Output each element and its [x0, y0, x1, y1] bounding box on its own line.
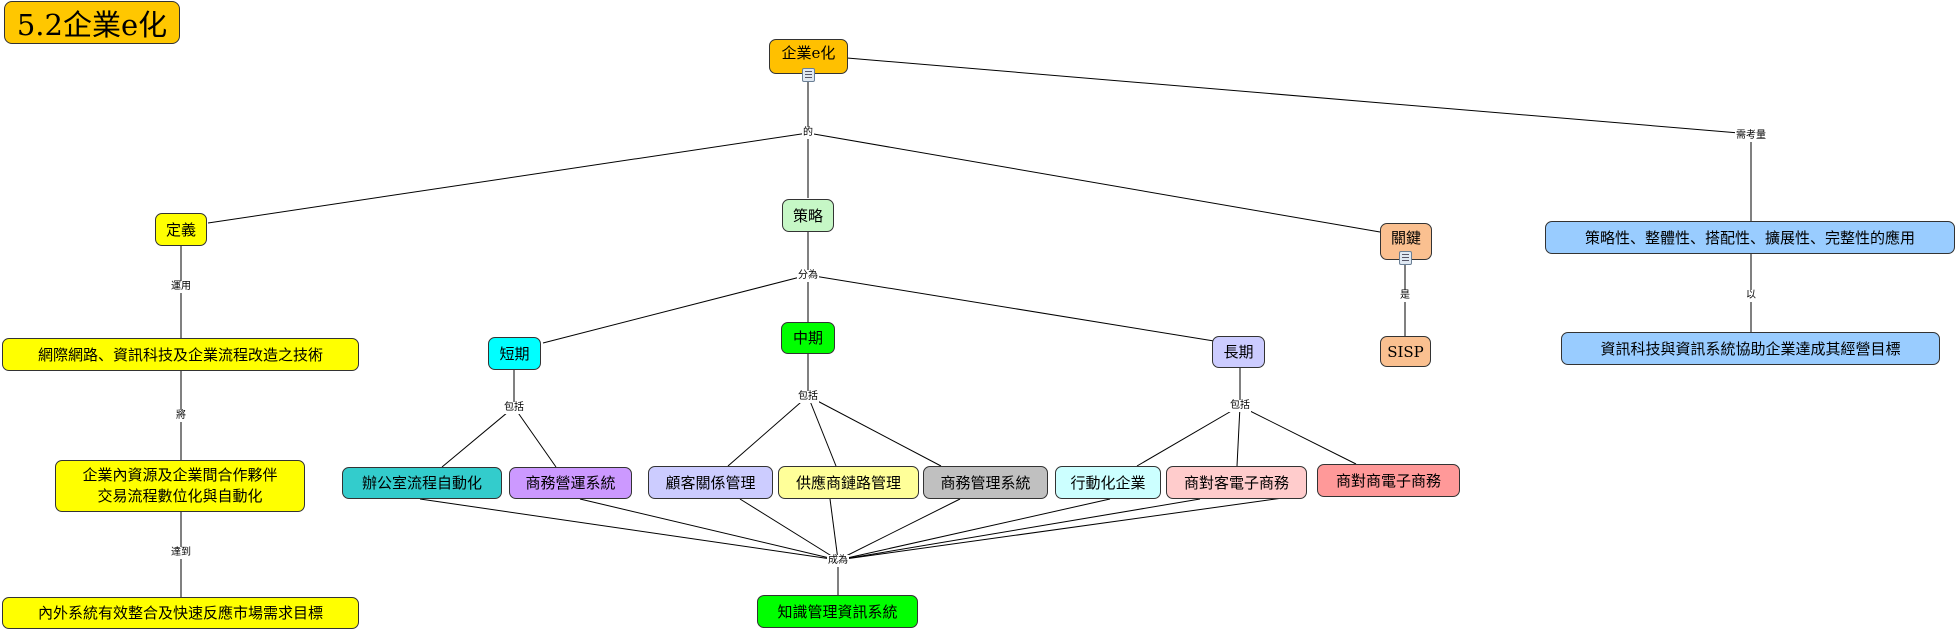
node-digitize-line-1: 企業內資源及企業間合作夥伴: [82, 466, 278, 484]
node-root[interactable]: 企業e化: [769, 39, 848, 74]
node-kms[interactable]: 知識管理資訊系統: [757, 595, 918, 628]
node-bms[interactable]: 商務管理系統: [923, 466, 1048, 499]
node-goal[interactable]: 資訊科技與資訊系統協助企業達成其經營目標: [1561, 332, 1940, 365]
edge-label-become: 成為: [827, 555, 849, 567]
node-short-term[interactable]: 短期: [488, 337, 541, 370]
edge-label-include-short: 包括: [503, 402, 525, 414]
node-mobile[interactable]: 行動化企業: [1055, 466, 1161, 499]
edge-label-of: 的: [802, 127, 814, 139]
edge-label-use: 運用: [170, 281, 192, 293]
node-digitize-line-2: 交易流程數位化與自動化: [97, 487, 263, 505]
node-mid-term[interactable]: 中期: [781, 322, 835, 354]
node-long-term[interactable]: 長期: [1212, 336, 1265, 368]
document-icon[interactable]: [802, 68, 815, 82]
node-scm[interactable]: 供應商鏈路管理: [778, 466, 919, 499]
node-b2b[interactable]: 商對商電子商務: [1317, 464, 1460, 497]
node-strategy[interactable]: 策略: [782, 199, 834, 232]
edge-label-include-mid: 包括: [797, 391, 819, 403]
document-icon[interactable]: [1399, 251, 1412, 265]
page-title: 5.2企業e化: [4, 1, 180, 44]
edge-label-divide: 分為: [797, 270, 819, 282]
node-office-automation[interactable]: 辦公室流程自動化: [342, 467, 502, 499]
node-define[interactable]: 定義: [155, 213, 207, 246]
edge-label-to: 將: [175, 410, 187, 422]
node-crm[interactable]: 顧客關係管理: [648, 466, 773, 499]
node-digitize[interactable]: 企業內資源及企業間合作夥伴 交易流程數位化與自動化: [55, 460, 305, 512]
node-sisp[interactable]: SISP: [1380, 336, 1431, 367]
edge-label-needs-consider: 需考量: [1735, 130, 1767, 142]
edge-label-include-long: 包括: [1229, 400, 1251, 412]
node-business-ops[interactable]: 商務營運系統: [509, 467, 632, 499]
edge-label-by: 以: [1745, 290, 1757, 302]
node-integrate[interactable]: 內外系統有效整合及快速反應市場需求目標: [2, 597, 359, 629]
node-tech[interactable]: 網際網路、資訊科技及企業流程改造之技術: [2, 338, 359, 371]
node-consider[interactable]: 策略性、整體性、搭配性、擴展性、完整性的應用: [1545, 221, 1955, 254]
node-b2c[interactable]: 商對客電子商務: [1166, 466, 1307, 499]
edge-label-achieve: 達到: [170, 547, 192, 559]
edge-label-is: 是: [1399, 290, 1411, 302]
